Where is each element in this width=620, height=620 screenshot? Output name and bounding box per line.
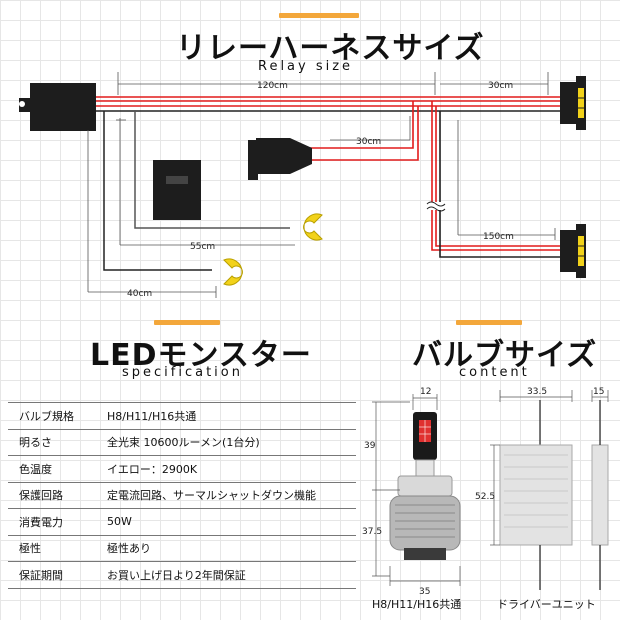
socket-connector-mid bbox=[248, 138, 312, 180]
bulb-caption: H8/H11/H16共通 bbox=[372, 598, 462, 611]
dim-30cm-mid: 30cm bbox=[356, 137, 381, 147]
dim-30cm-top: 30cm bbox=[488, 81, 513, 91]
main-wire-bundle bbox=[96, 96, 560, 258]
dim-15: 15 bbox=[593, 387, 604, 397]
table-row: 明るさ全光束 10600ルーメン(1台分) bbox=[8, 429, 356, 456]
spec-title-accent bbox=[154, 320, 220, 325]
dim-35: 35 bbox=[419, 587, 430, 597]
relay-title-accent bbox=[279, 13, 359, 18]
relay-harness-diagram: 120cm 30cm 30cm 150cm 55cm 40cm bbox=[19, 72, 586, 299]
wire-break-mark bbox=[427, 202, 445, 210]
dim-39: 39 bbox=[364, 441, 376, 451]
driver-caption: ドライバーユニット bbox=[497, 598, 596, 611]
spec-title: LEDモンスター bbox=[90, 338, 312, 373]
fuse-holder bbox=[134, 111, 290, 229]
socket-connector-bottom bbox=[560, 224, 586, 278]
y-terminal-lower bbox=[223, 258, 243, 286]
driver-unit-drawing bbox=[499, 400, 609, 590]
bulb-title: バルブサイズ bbox=[412, 338, 598, 373]
relay-title: リレーハーネスサイズ bbox=[176, 31, 485, 66]
dim-37-5: 37.5 bbox=[362, 527, 382, 537]
dim-40cm: 40cm bbox=[127, 289, 152, 299]
relay-subtitle: Relay size bbox=[258, 59, 354, 74]
table-row: 保証期間お買い上げ日より2年間保証 bbox=[8, 561, 356, 588]
dim-150cm: 150cm bbox=[483, 232, 514, 242]
dim-120cm: 120cm bbox=[257, 81, 288, 91]
socket-connector-top bbox=[560, 76, 586, 130]
led-bulb-drawing bbox=[389, 412, 461, 560]
spec-subtitle: specification bbox=[122, 365, 243, 380]
bulb-size-diagram: 12 39 37.5 35 33.5 15 52.5 bbox=[362, 387, 609, 597]
dim-12: 12 bbox=[420, 387, 431, 397]
bulb-title-accent bbox=[456, 320, 522, 325]
relay-box bbox=[19, 83, 96, 131]
table-row: 色温度イエロー：2900K bbox=[8, 455, 356, 483]
dim-52-5: 52.5 bbox=[475, 492, 495, 502]
ground-wire bbox=[103, 111, 212, 271]
y-terminal-upper bbox=[303, 213, 323, 241]
table-row: 極性極性あり bbox=[8, 535, 356, 562]
dim-55cm: 55cm bbox=[190, 242, 215, 252]
bulb-subtitle: content bbox=[459, 365, 530, 380]
dim-33-5: 33.5 bbox=[527, 387, 547, 397]
table-row: 保護回路定電流回路、サーマルシャットダウン機能 bbox=[8, 482, 356, 509]
